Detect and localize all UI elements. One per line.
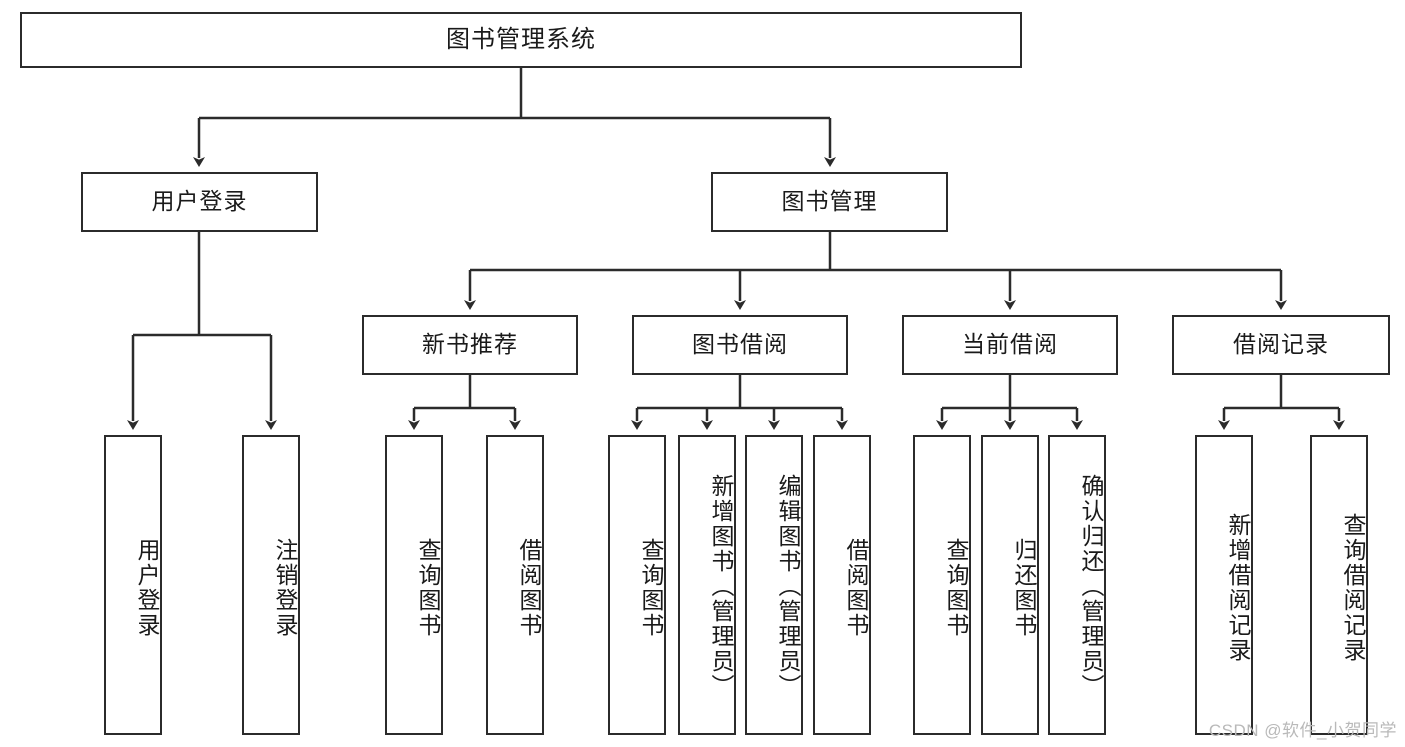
leaf-query-borrow-record-label: 查询借阅记录 [1340,513,1366,663]
node-book-management-label: 图书管理 [781,188,878,215]
leaf-confirm-return-admin-label: 确认归还（管理员） [1078,473,1104,699]
node-user-login[interactable]: 用户登录 [81,172,318,232]
leaf-add-book-admin-label: 新增图书（管理员） [708,473,734,699]
node-borrow-records-label: 借阅记录 [1233,331,1329,358]
leaf-borrow-book-recommend[interactable]: 借阅图书 [486,435,544,735]
node-new-book-recommend-label: 新书推荐 [422,331,518,358]
leaf-confirm-return-admin[interactable]: 确认归还（管理员） [1048,435,1106,735]
leaf-edit-book-admin-label: 编辑图书（管理员） [775,473,801,699]
leaf-add-borrow-record[interactable]: 新增借阅记录 [1195,435,1253,735]
node-root-label: 图书管理系统 [446,25,596,53]
leaf-add-book-admin[interactable]: 新增图书（管理员） [678,435,736,735]
leaf-query-book-current-label: 查询图书 [943,538,969,638]
leaf-user-logout-label: 注销登录 [272,538,298,638]
node-current-borrow[interactable]: 当前借阅 [902,315,1118,375]
node-borrow-records[interactable]: 借阅记录 [1172,315,1390,375]
node-root[interactable]: 图书管理系统 [20,12,1022,68]
node-user-login-label: 用户登录 [151,188,248,215]
node-book-borrow[interactable]: 图书借阅 [632,315,848,375]
leaf-query-book-borrow[interactable]: 查询图书 [608,435,666,735]
leaf-add-borrow-record-label: 新增借阅记录 [1225,513,1251,663]
leaf-user-login-label: 用户登录 [134,538,160,638]
csdn-watermark: CSDN @软件_小贺同学 [1208,721,1397,740]
leaf-query-book-current[interactable]: 查询图书 [913,435,971,735]
leaf-query-book-recommend[interactable]: 查询图书 [385,435,443,735]
leaf-borrow-book[interactable]: 借阅图书 [813,435,871,735]
leaf-query-book-recommend-label: 查询图书 [415,538,441,638]
leaf-edit-book-admin[interactable]: 编辑图书（管理员） [745,435,803,735]
node-book-borrow-label: 图书借阅 [692,331,788,358]
node-book-management[interactable]: 图书管理 [711,172,948,232]
leaf-query-borrow-record[interactable]: 查询借阅记录 [1310,435,1368,735]
leaf-query-book-borrow-label: 查询图书 [638,538,664,638]
leaf-user-logout[interactable]: 注销登录 [242,435,300,735]
leaf-borrow-book-label: 借阅图书 [843,538,869,638]
leaf-return-book-label: 归还图书 [1011,538,1037,638]
node-current-borrow-label: 当前借阅 [962,331,1058,358]
leaf-user-login[interactable]: 用户登录 [104,435,162,735]
node-new-book-recommend[interactable]: 新书推荐 [362,315,578,375]
leaf-return-book[interactable]: 归还图书 [981,435,1039,735]
leaf-borrow-book-recommend-label: 借阅图书 [516,538,542,638]
